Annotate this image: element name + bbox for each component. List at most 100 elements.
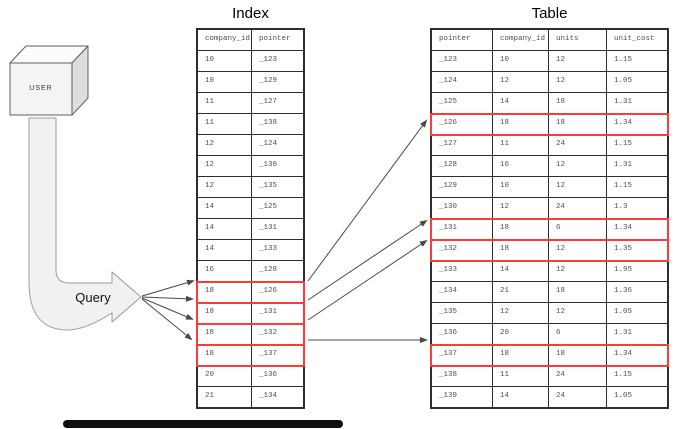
cell-pointer: _126 xyxy=(251,282,303,302)
cell-unit_cost: 1.31 xyxy=(606,93,667,113)
column-header-company_id: company_id xyxy=(205,35,251,43)
cell-company_id: 18 xyxy=(492,219,548,239)
fan-arrow-to-index-126 xyxy=(141,279,195,297)
cell-company_id: 12 xyxy=(492,72,548,92)
cell-company_id: 14 xyxy=(492,261,548,281)
cell-units: 18 xyxy=(548,345,606,365)
highlighted-table-row: 18_131 xyxy=(196,301,305,325)
cell-unit_cost: 1.34 xyxy=(606,345,667,365)
cell-pointer: _130 xyxy=(439,203,458,211)
cell-company_id: 20 xyxy=(492,324,548,344)
cell-unit_cost: 1.05 xyxy=(606,72,667,92)
cell-units: 18 xyxy=(548,282,606,302)
cell-units: 12 xyxy=(548,51,606,71)
cell-pointer: _138 xyxy=(439,371,458,379)
cell-company_id: 10 xyxy=(205,77,215,85)
cell-pointer: _128 xyxy=(439,161,458,169)
cell-company_id: 12 xyxy=(205,140,215,148)
column-header-units: units xyxy=(548,30,606,50)
fan-arrow-to-index-131 xyxy=(141,295,194,302)
cell-company_id: 18 xyxy=(492,114,548,134)
cell-pointer: _123 xyxy=(251,51,303,71)
cell-unit_cost: 1.35 xyxy=(606,240,667,260)
column-header-pointer: pointer xyxy=(251,30,303,50)
cell-company_id: 16 xyxy=(492,156,548,176)
cell-pointer: _129 xyxy=(251,72,303,92)
cell-company_id: 11 xyxy=(492,135,548,155)
table-row: 11_127 xyxy=(198,92,303,113)
cell-units: 12 xyxy=(548,303,606,323)
column-header-unit_cost: unit_cost xyxy=(606,30,667,50)
cell-company_id: 21 xyxy=(492,282,548,302)
highlighted-table-row: 18 _126 xyxy=(196,280,305,304)
cell-units: 12 xyxy=(548,240,606,260)
cell-unit_cost: 1.05 xyxy=(606,387,667,407)
cell-company_id: 18 xyxy=(492,240,548,260)
table-row: 10 _123 xyxy=(198,50,303,71)
cell-pointer: _131 xyxy=(251,303,303,323)
cell-pointer: _131 xyxy=(439,224,458,232)
cell-company_id: 21 xyxy=(205,392,215,400)
cell-pointer: _139 xyxy=(439,392,458,400)
table-row: 11_138 xyxy=(198,113,303,134)
cell-units: 12 xyxy=(548,261,606,281)
user-cube-label: USER xyxy=(29,85,53,92)
cell-pointer: _127 xyxy=(439,140,458,148)
cell-pointer: _125 xyxy=(439,98,458,106)
cell-pointer: _124 xyxy=(439,77,458,85)
column-header-company_id: company_id xyxy=(492,30,548,50)
cell-company_id: 14 xyxy=(205,203,215,211)
cell-pointer: _123 xyxy=(439,56,458,64)
cell-unit_cost: 1.15 xyxy=(606,51,667,71)
table-row: 14_133 xyxy=(198,239,303,260)
cell-company_id: 12 xyxy=(492,198,548,218)
cell-pointer: _124 xyxy=(251,135,303,155)
cell-company_id: 18 xyxy=(205,287,215,295)
highlighted-table-row: 18 _132 xyxy=(196,322,305,346)
cell-company_id: 14 xyxy=(492,387,548,407)
cell-pointer: _133 xyxy=(439,266,458,274)
cell-company_id: 10 xyxy=(492,51,548,71)
cell-units: 24 xyxy=(548,198,606,218)
cell-company_id: 18 xyxy=(205,329,215,337)
index-table-title: Index xyxy=(232,5,269,22)
cell-pointer: _132 xyxy=(439,245,458,253)
cell-pointer: _137 xyxy=(439,350,458,358)
table-row: 21_134 xyxy=(198,386,303,407)
table-row: 12_130 xyxy=(198,155,303,176)
cell-pointer: _135 xyxy=(439,308,458,316)
table-row: 12 _124 xyxy=(198,134,303,155)
cell-units: 18 xyxy=(548,93,606,113)
horizontal-scrollbar-thumb[interactable] xyxy=(63,420,343,428)
cell-company_id: 14 xyxy=(205,224,215,232)
cell-unit_cost: 1.34 xyxy=(606,114,667,134)
cell-company_id: 10 xyxy=(205,56,215,64)
cell-unit_cost: 1.05 xyxy=(606,303,667,323)
cell-units: 6 xyxy=(548,219,606,239)
cell-company_id: 18 xyxy=(492,345,548,365)
cell-units: 24 xyxy=(548,366,606,386)
cell-units: 18 xyxy=(548,114,606,134)
cell-unit_cost: 1.95 xyxy=(606,261,667,281)
cell-pointer: _135 xyxy=(251,177,303,197)
table-row: 14_125 xyxy=(198,197,303,218)
cell-pointer: _138 xyxy=(251,114,303,134)
user-cube-top-face xyxy=(9,45,89,64)
cell-pointer: _136 xyxy=(439,329,458,337)
cell-pointer: _132 xyxy=(251,324,303,344)
user-cube xyxy=(9,45,89,116)
cell-pointer: _136 xyxy=(251,366,303,386)
table-row: 20_136 xyxy=(198,365,303,386)
